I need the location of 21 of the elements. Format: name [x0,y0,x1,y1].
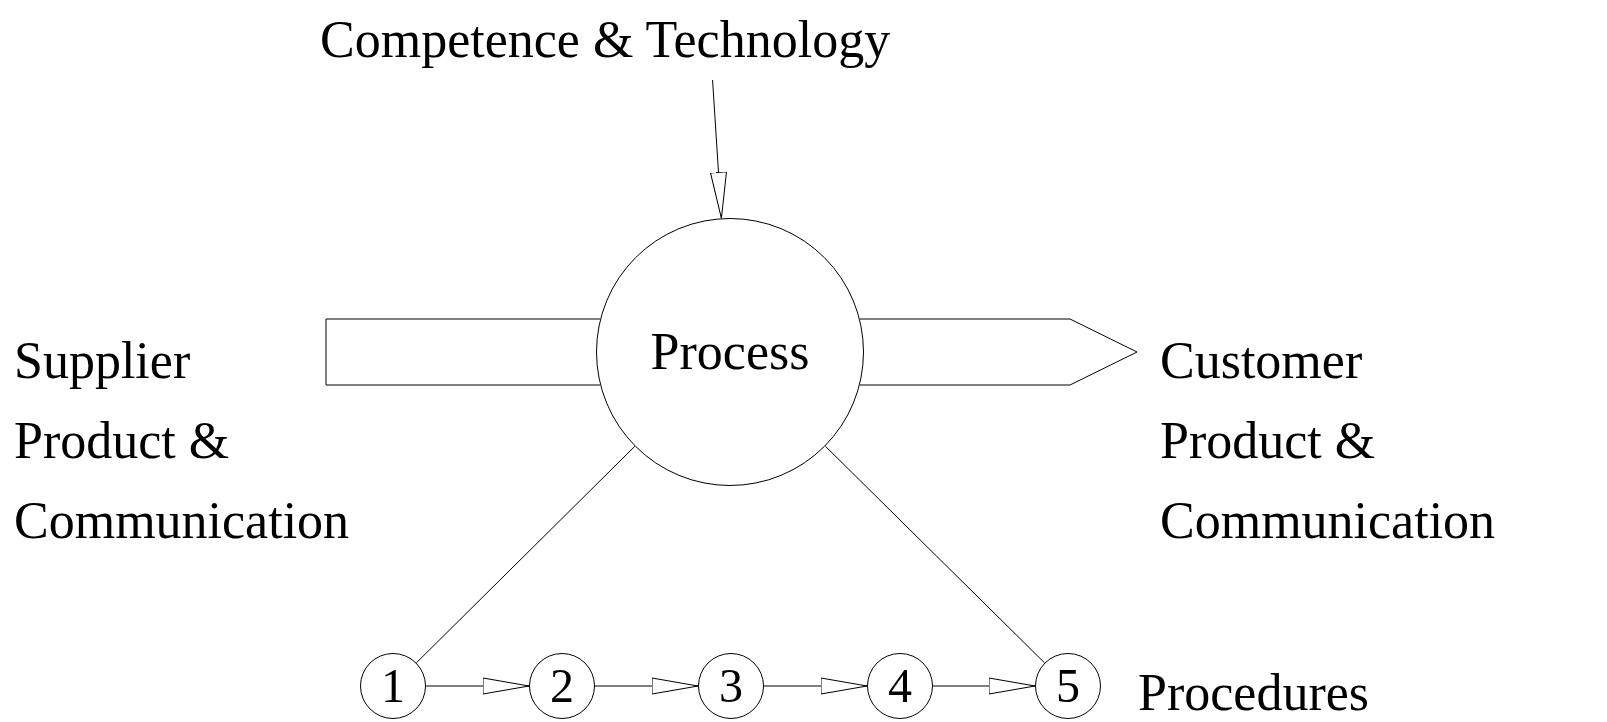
arrow [932,677,1036,695]
node-label: 5 [1056,662,1080,710]
connector-line [415,445,636,664]
arrow [594,677,699,695]
arrow [425,677,530,695]
output-text: Customer [1160,331,1363,391]
node-label: 4 [888,662,912,710]
node-label: 2 [550,662,574,710]
input-text: Supplier [14,331,191,391]
node-label: 3 [719,662,743,710]
procedures-text: Procedures [1138,663,1370,722]
connector-line [824,445,1046,664]
arrow [710,79,727,219]
block-arrow [859,318,1138,386]
output-text: Product & Communication [1160,411,1497,551]
node-label: 1 [381,662,405,710]
node-label: Process [650,326,810,378]
input-text: Product & Communication [14,411,351,551]
block-arrow [325,318,601,386]
heading-text: Competence & Technology [320,10,891,70]
arrow [763,677,868,695]
